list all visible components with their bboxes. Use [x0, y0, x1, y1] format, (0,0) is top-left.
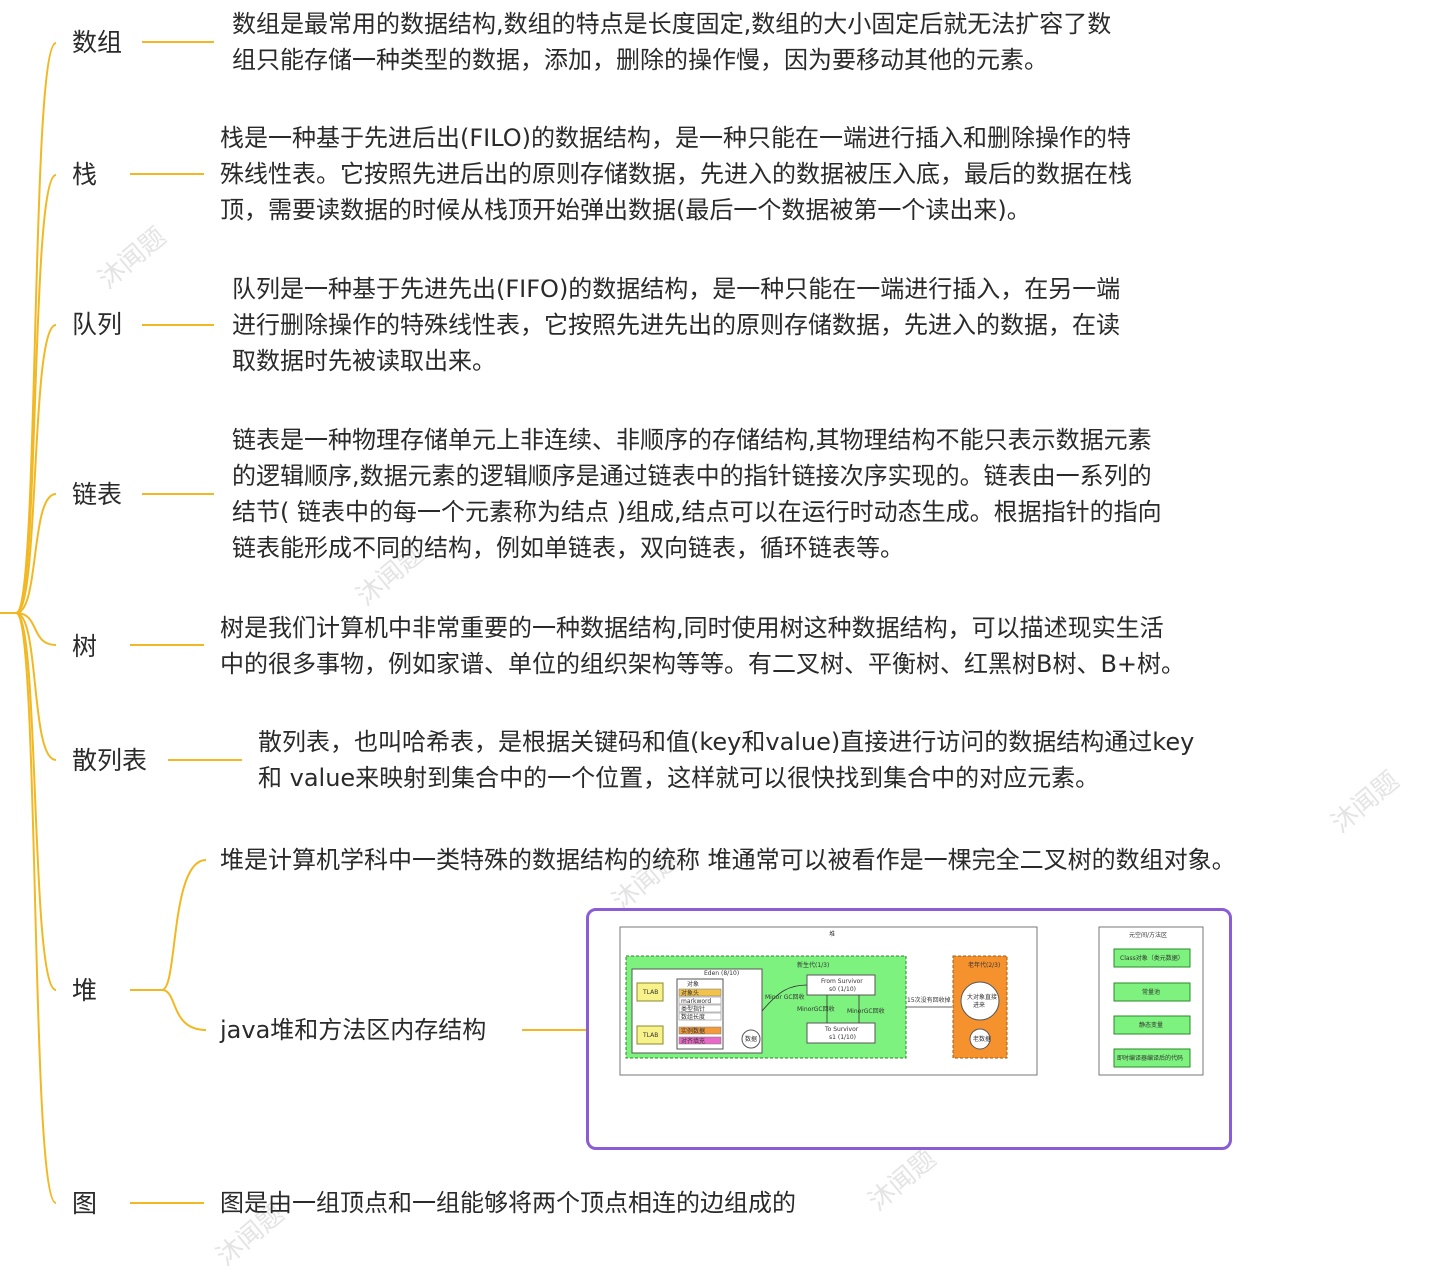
desc-line: 顶，需要读数据的时候从栈顶开始弹出数据(最后一个数据被第一个读出来)。	[220, 196, 1031, 224]
big-object-line: 大对象直接	[967, 993, 997, 1001]
tlab-1-label: TLAB	[642, 989, 658, 996]
big-object-line: 进来	[973, 1001, 985, 1009]
node-stack[interactable]: 栈	[72, 160, 98, 189]
node-queue[interactable]: 队列	[72, 310, 123, 339]
method-item	[1113, 948, 1191, 968]
object-label: 对象	[687, 980, 699, 988]
desc-hash[interactable]: 散列表，也叫哈希表，是根据关键码和值(key和value)直接进行访问的数据结构…	[258, 724, 1194, 796]
arrow-eden-from	[761, 984, 808, 1012]
heap-java-label[interactable]: java堆和方法区内存结构	[220, 1016, 487, 1044]
tlab-1	[636, 982, 664, 1002]
data-circle	[741, 1029, 761, 1049]
node-array[interactable]: 数组	[72, 28, 123, 57]
promote-label: 15次没有回收掉	[907, 996, 951, 1004]
desc-stack[interactable]: 栈是一种基于先进后出(FILO)的数据结构，是一种只能在一端进行插入和删除操作的…	[220, 120, 1132, 228]
obj-row: 对象头	[681, 989, 699, 997]
desc-line: 树是我们计算机中非常重要的一种数据结构,同时使用树这种数据结构，可以描述现实生活	[220, 614, 1164, 642]
old-data-label: 老数据	[973, 1035, 991, 1043]
method-item	[1113, 1048, 1191, 1068]
jvm-memory-image[interactable]: 堆 新生代(1/3) Eden (8/10) TLAB TLAB 对象 对象头 …	[586, 908, 1232, 1150]
desc-line: 取数据时先被读取出来。	[232, 347, 496, 375]
old-gen-label: 老年代(2/3)	[968, 961, 1000, 969]
desc-line: 栈是一种基于先进后出(FILO)的数据结构，是一种只能在一端进行插入和删除操作的…	[220, 124, 1132, 152]
heap-title: 堆	[829, 930, 835, 938]
node-hash[interactable]: 散列表	[72, 746, 148, 775]
heap-desc[interactable]: 堆是计算机学科中一类特殊的数据结构的统称 堆通常可以被看作是一棵完全二叉树的数组…	[220, 846, 1236, 874]
desc-line: 链表能形成不同的结构，例如单链表，双向链表，循环链表等。	[232, 534, 904, 562]
obj-row: markword	[681, 998, 711, 1005]
minor-gc-recycle-label: Minor GC回收	[765, 993, 805, 1001]
method-item	[1113, 982, 1191, 1002]
jvm-diagram: 堆 新生代(1/3) Eden (8/10) TLAB TLAB 对象 对象头 …	[619, 926, 1204, 1076]
obj-row: 数组长度	[681, 1013, 705, 1021]
desc-linkedlist[interactable]: 链表是一种物理存储单元上非连续、非顺序的存储结构,其物理结构不能只表示数据元素 …	[232, 422, 1162, 566]
mindmap-connectors	[0, 41, 596, 1204]
desc-line: 的逻辑顺序,数据元素的逻辑顺序是通过链表中的指针链接次序实现的。链表由一系列的	[232, 462, 1152, 490]
minor-gc-copy-label: MinorGC回收	[797, 1005, 835, 1013]
to-survivor-size: s1 (1/10)	[829, 1034, 856, 1041]
desc-line: 图是由一组顶点和一组能够将两个顶点相连的边组成的	[220, 1189, 796, 1217]
data-circle-label: 数据	[745, 1035, 757, 1043]
desc-graph[interactable]: 图是由一组顶点和一组能够将两个顶点相连的边组成的	[220, 1185, 796, 1221]
desc-tree[interactable]: 树是我们计算机中非常重要的一种数据结构,同时使用树这种数据结构，可以描述现实生活…	[220, 610, 1185, 682]
obj-row: 类型指针	[681, 1005, 705, 1013]
node-linkedlist[interactable]: 链表	[72, 480, 123, 509]
method-area-label: 元空间/方法区	[1129, 931, 1167, 939]
desc-line: 散列表，也叫哈希表，是根据关键码和值(key和value)直接进行访问的数据结构…	[258, 728, 1195, 756]
desc-line: 和 value来映射到集合中的一个位置，这样就可以很快找到集合中的对应元素。	[258, 764, 1100, 792]
desc-line: 组只能存储一种类型的数据，添加，删除的操作慢，因为要移动其他的元素。	[232, 46, 1048, 74]
from-survivor-size: s0 (1/10)	[829, 986, 856, 993]
method-item	[1113, 1015, 1191, 1035]
tlab-2-label: TLAB	[642, 1032, 658, 1039]
obj-row: 对齐填充	[681, 1037, 705, 1045]
from-survivor-name: From Survivor	[821, 978, 863, 985]
desc-line: 链表是一种物理存储单元上非连续、非顺序的存储结构,其物理结构不能只表示数据元素	[232, 426, 1152, 454]
node-heap[interactable]: 堆	[72, 976, 98, 1005]
desc-line: 进行删除操作的特殊线性表，它按照先进先出的原则存储数据，先进入的数据，在读	[232, 311, 1120, 339]
node-graph[interactable]: 图	[72, 1189, 98, 1218]
desc-line: 殊线性表。它按照先进后出的原则存储数据，先进入的数据被压入底，最后的数据在栈	[220, 160, 1132, 188]
node-tree[interactable]: 树	[72, 632, 98, 661]
old-data-circle	[969, 1028, 991, 1050]
desc-line: 结节( 链表中的每一个元素称为结点 )组成,结点可以在运行时动态生成。根据指针的…	[232, 498, 1162, 526]
desc-queue[interactable]: 队列是一种基于先进先出(FIFO)的数据结构，是一种只能在一端进行插入，在另一端…	[232, 271, 1120, 379]
to-survivor-name: To Survivor	[824, 1026, 859, 1033]
young-gen-label: 新生代(1/3)	[797, 961, 829, 969]
desc-array[interactable]: 数组是最常用的数据结构,数组的特点是长度固定,数组的大小固定后就无法扩容了数 组…	[232, 6, 1111, 78]
desc-line: 队列是一种基于先进先出(FIFO)的数据结构，是一种只能在一端进行插入，在另一端	[232, 275, 1121, 303]
obj-row: 实例数据	[681, 1027, 705, 1035]
method-item-label: 常量池	[1142, 988, 1160, 996]
method-item-label: 静态变量	[1139, 1021, 1163, 1029]
desc-line: 中的很多事物，例如家谱、单位的组织架构等等。有二叉树、平衡树、红黑树B树、B+树…	[220, 650, 1186, 678]
big-object-circle	[960, 981, 1000, 1021]
minor-gc-copy2-label: MinorGC回收	[847, 1007, 885, 1015]
eden-label: Eden (8/10)	[704, 970, 739, 977]
method-item-label: Class对象（类元数据）	[1120, 954, 1184, 962]
desc-line: 数组是最常用的数据结构,数组的特点是长度固定,数组的大小固定后就无法扩容了数	[232, 10, 1112, 38]
tlab-2	[636, 1025, 664, 1045]
to-survivor	[806, 1022, 876, 1044]
method-item-label: 即时编译器编译后的代码	[1117, 1054, 1183, 1062]
